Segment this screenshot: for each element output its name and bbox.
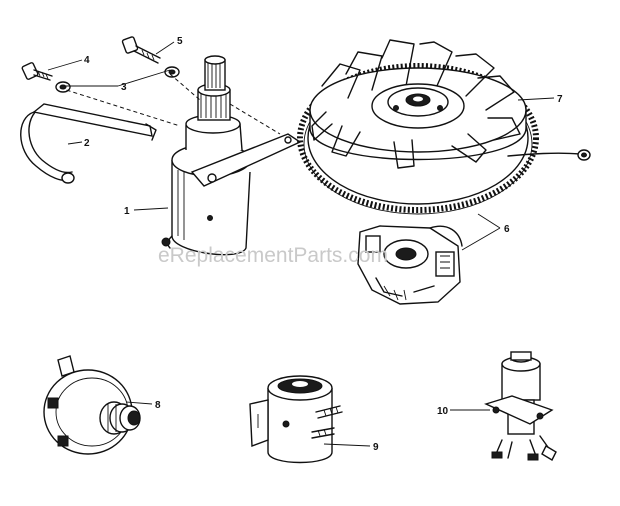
part-9-solenoid	[249, 375, 343, 464]
callout-6: 6	[504, 224, 510, 235]
part-7-flywheel	[297, 39, 591, 215]
callout-8: 8	[155, 400, 161, 411]
callout-9: 9	[373, 442, 379, 453]
part-8-ignition-switch	[43, 355, 141, 455]
callout-2: 2	[84, 138, 90, 149]
part-1-starter-motor	[59, 55, 302, 256]
part-5-bolt	[121, 36, 161, 64]
callout-5: 5	[177, 36, 183, 47]
part-3-washer-left	[55, 81, 71, 93]
callout-4: 4	[84, 55, 90, 66]
leader-lines	[47, 41, 555, 447]
part-2-bracket	[20, 103, 157, 184]
callout-1: 1	[124, 206, 130, 217]
part-10-switch	[484, 351, 557, 461]
watermark: eReplacementParts.com	[158, 244, 388, 267]
callout-7: 7	[557, 94, 563, 105]
callout-10: 10	[437, 406, 449, 417]
part-4-bolt	[21, 62, 53, 81]
callout-3: 3	[121, 82, 127, 93]
part-6-stator	[357, 225, 463, 305]
